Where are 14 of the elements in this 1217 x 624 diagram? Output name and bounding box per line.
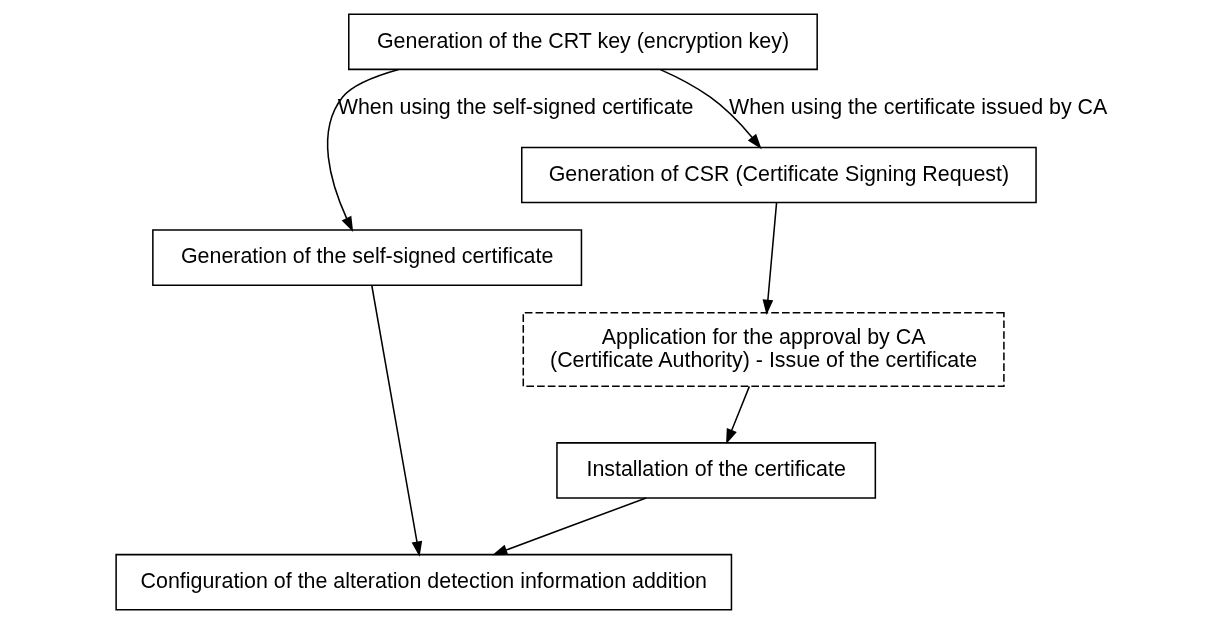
arrow: [725, 385, 750, 445]
arrow: [762, 201, 777, 316]
edge-label: When using the certificate issued by CA: [728, 95, 1107, 120]
node-box: Generation of the CRT key (encryption key): [347, 13, 818, 71]
node-box: Generation of CSR (Certificate Signing Request): [520, 146, 1037, 204]
edge-label: When using the self-signed certificate: [337, 95, 694, 120]
arrow: [491, 497, 647, 556]
arrow: [659, 68, 762, 150]
arrow: [370, 284, 422, 557]
node-box: Application for the approval by CA (Certificate Authority) - Issue of the certificate: [522, 312, 1005, 387]
node-box: Generation of the self-signed certificate: [151, 229, 582, 286]
node-box: Installation of the certificate: [555, 442, 876, 499]
arrow: [326, 68, 399, 232]
node-box: Configuration of the alteration detection information addition: [114, 553, 732, 611]
